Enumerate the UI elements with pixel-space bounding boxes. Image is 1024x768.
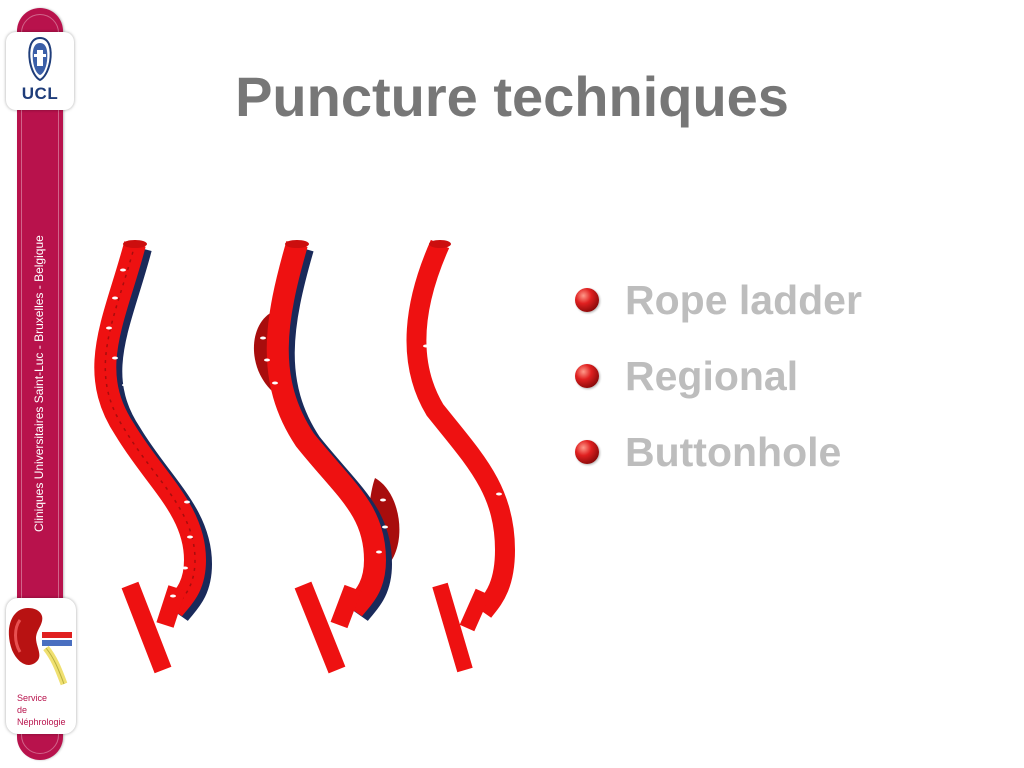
institution-name: Cliniques Universitaires Saint-Luc - Bru… bbox=[32, 235, 46, 532]
service-label: Service de Néphrologie bbox=[17, 692, 66, 728]
sidebar: UCL Cliniques Universitaires Saint-Luc -… bbox=[4, 8, 76, 760]
puncture-illustration bbox=[85, 230, 525, 695]
logo-text: UCL bbox=[21, 84, 59, 103]
ucl-logo-icon bbox=[28, 36, 52, 82]
nephrology-badge: Service de Néphrologie bbox=[6, 598, 76, 734]
vessel-buttonhole bbox=[406, 239, 516, 673]
slide-title: Puncture techniques bbox=[235, 65, 789, 128]
bullet-sphere-icon bbox=[575, 364, 599, 388]
service-label-line: Néphrologie bbox=[17, 717, 66, 727]
list-item: Rope ladder bbox=[575, 262, 862, 338]
vessel-regional bbox=[253, 240, 400, 674]
vessel-rope-ladder bbox=[94, 240, 213, 674]
bullet-text: Rope ladder bbox=[625, 276, 862, 323]
bullet-text: Regional bbox=[625, 352, 799, 399]
bullet-text: Buttonhole bbox=[625, 428, 842, 475]
list-item: Buttonhole bbox=[575, 414, 862, 490]
bullet-sphere-icon bbox=[575, 288, 599, 312]
bullet-sphere-icon bbox=[575, 440, 599, 464]
kidney-icon bbox=[8, 608, 72, 686]
service-label-line: Service bbox=[17, 693, 48, 703]
service-label-line: de bbox=[17, 705, 28, 715]
bullet-list: Rope ladder Regional Buttonhole bbox=[575, 262, 862, 490]
ucl-logo: UCL bbox=[6, 32, 74, 110]
list-item: Regional bbox=[575, 338, 862, 414]
